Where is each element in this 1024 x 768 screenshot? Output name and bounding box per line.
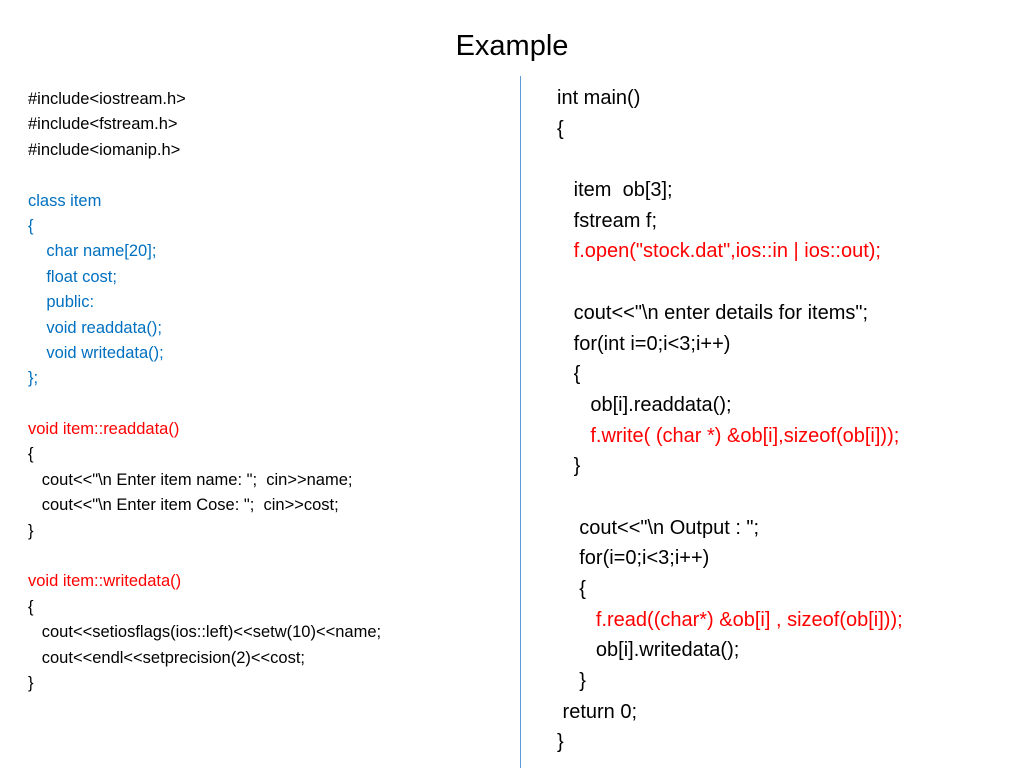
- slide-title: Example: [455, 30, 569, 62]
- left-code-line: void writedata();: [28, 343, 164, 362]
- right-code-line: f.open("stock.dat",ios::in | ios::out);: [557, 240, 881, 263]
- column-divider: [520, 76, 521, 768]
- left-code-line: void item::writedata(): [28, 572, 182, 591]
- left-code-line: }: [28, 521, 34, 540]
- right-code-line: cout<<"\n Output : ";: [557, 516, 760, 539]
- left-code-line: };: [28, 369, 39, 388]
- right-code-line: f.read((char*) &ob[i] , sizeof(ob[i]));: [557, 608, 903, 631]
- right-code-line: }: [557, 731, 564, 754]
- left-code-line: #include<iostream.h>: [28, 90, 186, 108]
- left-code-line: #include<fstream.h>: [28, 115, 178, 134]
- left-code-line: float cost;: [28, 267, 117, 286]
- left-code-line: }: [28, 673, 34, 692]
- left-code-line: void item::readdata(): [28, 420, 180, 439]
- left-code-line: cout<<setiosflags(ios::left)<<setw(10)<<…: [28, 623, 382, 642]
- right-code-line: fstream f;: [557, 209, 658, 232]
- left-code-line: cout<<endl<<setprecision(2)<<cost;: [28, 648, 306, 667]
- left-code-line: class item: [28, 191, 102, 210]
- right-code-block: int main() { item ob[3]; fstream f; f.ope…: [557, 83, 903, 758]
- left-code-line: {: [28, 216, 34, 235]
- right-code-line: [557, 267, 903, 298]
- left-code-line: [28, 392, 381, 417]
- left-code-line: cout<<"\n Enter item name: "; cin>>name;: [28, 470, 353, 489]
- right-code-line: }: [557, 455, 581, 478]
- right-code-line: for(int i=0;i<3;i++): [557, 332, 731, 355]
- right-code-line: {: [557, 363, 581, 386]
- right-code-line: [557, 482, 903, 513]
- right-code-line: ob[i].readdata();: [557, 393, 732, 416]
- right-code-line: {: [557, 117, 564, 140]
- right-code-line: cout<<"\n enter details for items";: [557, 301, 869, 324]
- right-code-line: return 0;: [557, 700, 638, 723]
- left-code-line: void readdata();: [28, 318, 162, 337]
- right-code-line: for(i=0;i<3;i++): [557, 547, 710, 570]
- left-code-line: #include<iomanip.h>: [28, 140, 181, 159]
- left-code-line: [28, 163, 381, 188]
- left-code-line: public:: [28, 293, 95, 312]
- right-code-line: item ob[3];: [557, 179, 673, 202]
- right-code-line: [557, 144, 903, 175]
- left-code-line: char name[20];: [28, 242, 157, 261]
- right-code-line: int main(): [557, 87, 641, 109]
- left-code-line: cout<<"\n Enter item Cose: "; cin>>cost;: [28, 496, 339, 515]
- left-code-block: #include<iostream.h> #include<fstream.h> #…: [28, 87, 381, 696]
- left-code-line: {: [28, 445, 34, 464]
- left-code-line: {: [28, 597, 34, 616]
- left-code-line: [28, 544, 381, 569]
- right-code-line: f.write( (char *) &ob[i],sizeof(ob[i]));: [557, 424, 900, 447]
- right-code-line: {: [557, 578, 586, 600]
- right-code-line: }: [557, 670, 586, 693]
- right-code-line: ob[i].writedata();: [557, 639, 740, 662]
